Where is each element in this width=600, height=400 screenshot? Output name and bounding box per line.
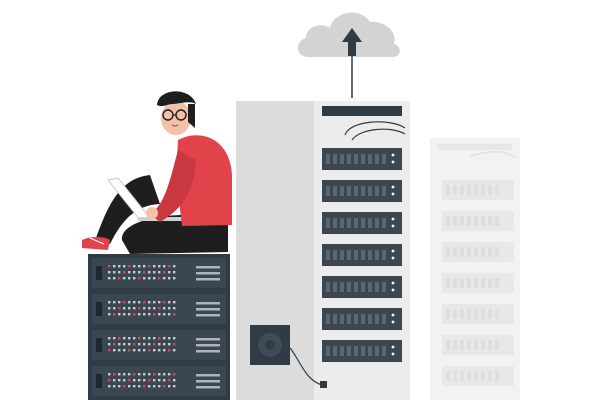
ghost-server-unit bbox=[442, 366, 514, 386]
ghost-server-unit bbox=[442, 242, 514, 262]
ghost-server-unit bbox=[442, 335, 514, 355]
stack-server-unit bbox=[92, 294, 226, 324]
stack-server-unit bbox=[92, 330, 226, 360]
server-unit bbox=[322, 244, 402, 266]
cooling-fan-icon bbox=[250, 325, 327, 388]
server-unit bbox=[322, 276, 402, 298]
ghost-server-unit bbox=[442, 180, 514, 200]
server-unit bbox=[322, 180, 402, 202]
short-server-stack bbox=[88, 254, 230, 400]
server-unit bbox=[322, 148, 402, 170]
server-unit bbox=[322, 308, 402, 330]
cloud-upload-icon bbox=[297, 12, 400, 98]
main-server-rack bbox=[236, 101, 410, 400]
ghost-server-unit bbox=[442, 211, 514, 231]
stack-server-unit bbox=[92, 366, 226, 396]
stack-server-unit bbox=[92, 258, 226, 288]
server-unit bbox=[322, 212, 402, 234]
ghost-server-unit bbox=[442, 273, 514, 293]
server-unit bbox=[322, 340, 402, 362]
ghost-server-unit bbox=[442, 304, 514, 324]
background-server-rack bbox=[430, 138, 520, 400]
person-with-laptop bbox=[82, 91, 232, 254]
